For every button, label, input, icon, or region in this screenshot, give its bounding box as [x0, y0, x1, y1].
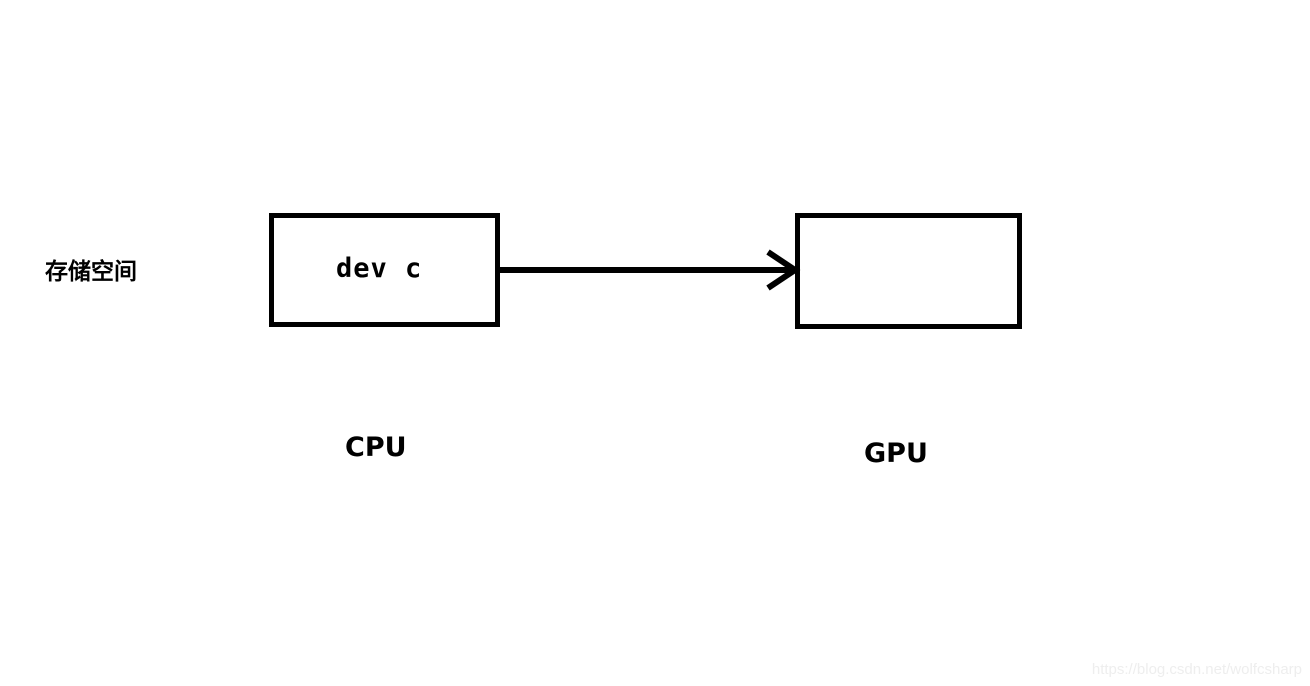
watermark-text: https://blog.csdn.net/wolfcsharp — [1091, 661, 1302, 678]
cpu-to-gpu-arrow-icon — [499, 249, 801, 291]
gpu-caption-label: GPU — [864, 438, 928, 469]
gpu-memory-box — [795, 213, 1022, 329]
cpu-memory-box — [269, 213, 500, 327]
cpu-caption-label: CPU — [345, 432, 407, 463]
storage-space-label: 存储空间 — [45, 259, 137, 285]
cpu-box-text: dev c — [336, 253, 423, 284]
